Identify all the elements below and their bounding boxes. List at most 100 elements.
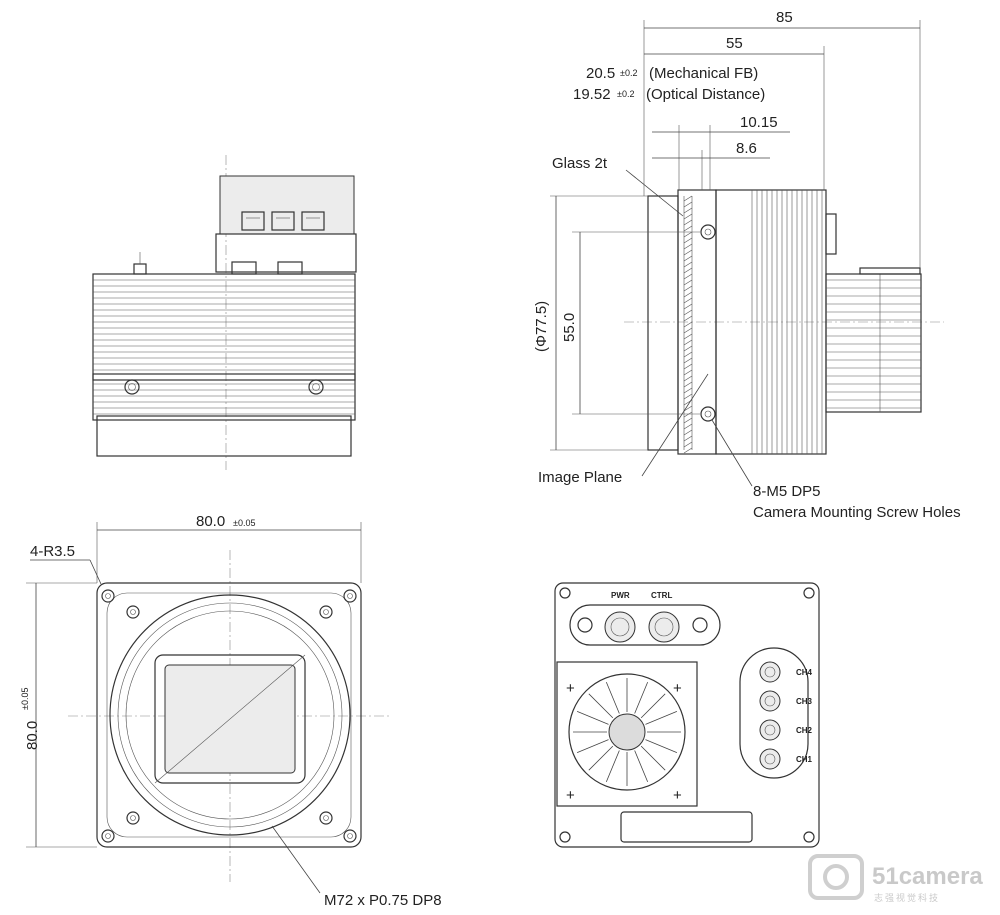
hatch-line bbox=[683, 339, 693, 346]
fan-slot bbox=[576, 739, 609, 754]
front-mount-holes bbox=[101, 589, 357, 843]
channel-port bbox=[759, 719, 781, 741]
mount-diameter: (Φ77.5) bbox=[533, 301, 550, 352]
dim-8-6: 8.6 bbox=[736, 140, 757, 157]
hatch-line bbox=[683, 387, 693, 394]
hatch-line bbox=[683, 219, 693, 226]
watermark: 51camera 志强视觉科技 bbox=[808, 854, 983, 903]
channel-port bbox=[759, 661, 781, 683]
fan-slot bbox=[634, 681, 649, 714]
fan-slot bbox=[605, 681, 620, 714]
ctrl-label: CTRL bbox=[651, 591, 672, 600]
mount-hole bbox=[803, 831, 815, 843]
hatch-line bbox=[683, 429, 693, 436]
hatch-line bbox=[683, 273, 693, 280]
overall-length: 85 bbox=[776, 9, 793, 26]
mount-hole bbox=[126, 605, 140, 619]
mount-thread-label: M72 x P0.75 DP8 bbox=[324, 892, 442, 909]
mount-hole-center bbox=[130, 609, 136, 615]
svg-text:+: + bbox=[566, 787, 575, 804]
svg-text:+: + bbox=[673, 680, 682, 697]
hatch-line bbox=[683, 225, 693, 232]
hatch-line bbox=[683, 357, 693, 364]
hatch-line bbox=[683, 249, 693, 256]
watermark-subtitle: 志强视觉科技 bbox=[874, 892, 940, 903]
front-height-tolerance: ±0.05 bbox=[20, 688, 30, 710]
hatch-line bbox=[683, 441, 693, 448]
fan-slot bbox=[645, 739, 678, 754]
glass-label: Glass 2t bbox=[552, 155, 608, 172]
hatch-line bbox=[683, 207, 693, 214]
fan-slot bbox=[640, 693, 666, 719]
mount-hole bbox=[319, 605, 333, 619]
corner-radius-label: 4-R3.5 bbox=[30, 543, 75, 560]
fan-slot bbox=[645, 710, 678, 725]
mech-fb-tolerance: ±0.2 bbox=[620, 68, 637, 78]
channel-port-inner bbox=[764, 666, 776, 678]
hatch-line bbox=[683, 327, 693, 334]
front-view bbox=[26, 522, 392, 894]
hatch-line bbox=[683, 237, 693, 244]
mount-hole bbox=[101, 829, 115, 843]
mount-hole bbox=[559, 587, 571, 599]
hatch-line bbox=[683, 321, 693, 328]
fan-slot bbox=[588, 693, 614, 719]
svg-text:+: + bbox=[673, 787, 682, 804]
channel-label-1: CH1 bbox=[796, 755, 813, 764]
channel-port-inner bbox=[764, 695, 776, 707]
image-plane-hatching bbox=[683, 195, 693, 454]
hatch-line bbox=[683, 333, 693, 340]
mount-hole bbox=[803, 587, 815, 599]
hatch-line bbox=[683, 195, 693, 202]
dim-10-15: 10.15 bbox=[740, 114, 778, 131]
screw-holes-line2: Camera Mounting Screw Holes bbox=[753, 504, 961, 521]
fan-slot bbox=[634, 750, 649, 783]
hatch-line bbox=[683, 315, 693, 322]
channel-label-3: CH3 bbox=[796, 697, 813, 706]
hatch-line bbox=[683, 375, 693, 382]
channel-port-inner bbox=[764, 753, 776, 765]
mount-hole-center bbox=[105, 833, 111, 839]
front-width-value: 80.0 bbox=[196, 513, 225, 530]
hatch-line bbox=[683, 279, 693, 286]
mount-hole bbox=[319, 811, 333, 825]
fan-grille bbox=[573, 678, 681, 786]
hatch-line bbox=[683, 393, 693, 400]
mount-hole-center bbox=[323, 609, 329, 615]
front-height-value: 80.0 bbox=[24, 721, 41, 750]
mount-hole-center bbox=[347, 593, 353, 599]
mount-hole bbox=[126, 811, 140, 825]
pwr-label: PWR bbox=[611, 591, 630, 600]
hatch-line bbox=[683, 261, 693, 268]
hatch-line bbox=[683, 309, 693, 316]
body-length: 55 bbox=[726, 35, 743, 52]
image-plane-label: Image Plane bbox=[538, 469, 622, 486]
hatch-line bbox=[683, 447, 693, 454]
hatch-line bbox=[683, 303, 693, 310]
hatch-line bbox=[683, 267, 693, 274]
fan-slot bbox=[640, 745, 666, 771]
rear-mount-holes bbox=[559, 587, 815, 843]
hatch-line bbox=[683, 255, 693, 262]
hatch-line bbox=[683, 291, 693, 298]
hatch-line bbox=[683, 435, 693, 442]
hatch-line bbox=[683, 423, 693, 430]
channel-port-inner bbox=[764, 724, 776, 736]
hatch-line bbox=[683, 243, 693, 250]
side-view bbox=[550, 20, 944, 487]
channel-port bbox=[759, 690, 781, 712]
hatch-line bbox=[683, 411, 693, 418]
mount-hole bbox=[101, 589, 115, 603]
mech-fb-value: 20.5 bbox=[586, 65, 615, 82]
rear-view: + + + + bbox=[554, 582, 820, 848]
mount-hole-center bbox=[130, 815, 136, 821]
hatch-line bbox=[683, 351, 693, 358]
svg-text:+: + bbox=[566, 680, 575, 697]
mech-fb-text: (Mechanical FB) bbox=[649, 65, 758, 82]
watermark-logo-icon bbox=[808, 854, 864, 900]
channel-label-2: CH2 bbox=[796, 726, 813, 735]
hole-spacing: 55.0 bbox=[561, 313, 578, 342]
front-width-tolerance: ±0.05 bbox=[233, 518, 255, 528]
mount-hole bbox=[559, 831, 571, 843]
